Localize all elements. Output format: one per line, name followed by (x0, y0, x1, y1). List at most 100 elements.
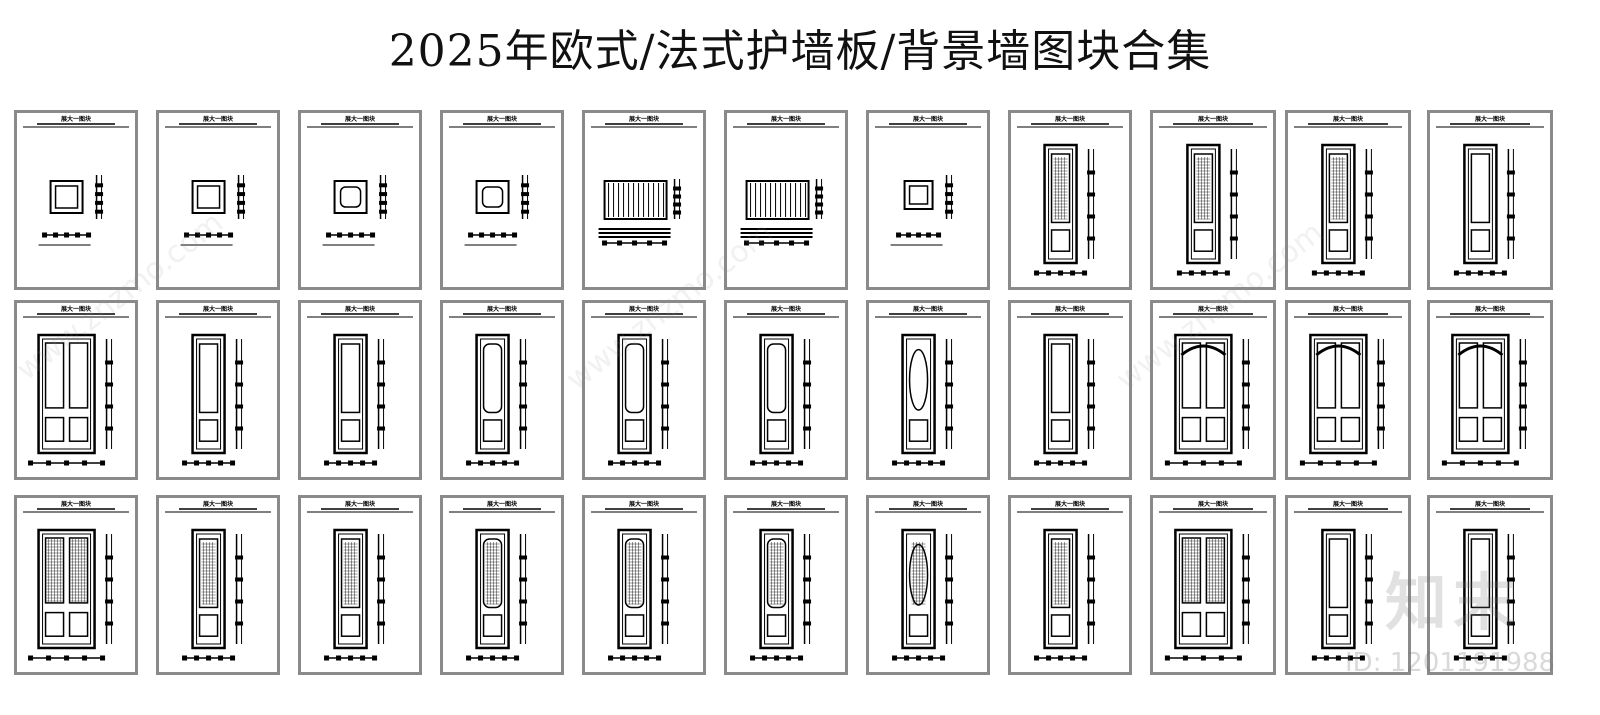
drawing-sheet: 展大一图块 (866, 495, 990, 675)
drawing-sheet: 展大一图块 (1427, 495, 1553, 675)
panel-drawing (1159, 508, 1267, 661)
panel-drawing (307, 313, 413, 466)
drawing-sheet: 展大一图块 (156, 495, 280, 675)
sheet-label: 展大一图块 (344, 116, 375, 123)
panel-drawing (733, 123, 839, 246)
panel-drawing (1436, 313, 1544, 466)
drawing-sheet: 展大一图块 (1285, 495, 1411, 675)
drawing-sheet: 展大一图块 (440, 495, 564, 675)
panel-drawing (1436, 123, 1544, 276)
drawing-sheet: 展大一图块 (298, 495, 422, 675)
sheet-label: 展大一图块 (1332, 501, 1363, 508)
panel-drawing (1159, 313, 1267, 466)
sheet-label: 展大一图块 (912, 501, 943, 508)
drawing-sheet: 展大一图块 (1285, 110, 1411, 290)
panel-drawing (1017, 508, 1123, 661)
sheet-label: 展大一图块 (912, 306, 943, 313)
panel-drawing (307, 508, 413, 661)
drawing-sheet: 展大一图块 (866, 300, 990, 480)
sheet-label: 展大一图块 (202, 306, 233, 313)
drawing-sheet: 展大一图块 (582, 300, 706, 480)
drawing-sheet: 展大一图块 (156, 300, 280, 480)
sheet-label: 展大一图块 (344, 306, 375, 313)
drawing-sheet: 展大一图块 (1150, 300, 1276, 480)
sheet-label: 展大一图块 (628, 501, 659, 508)
sheet-label: 展大一图块 (770, 501, 801, 508)
drawing-sheet: 展大一图块 (582, 110, 706, 290)
panel-drawing (591, 313, 697, 466)
sheet-label: 展大一图块 (344, 501, 375, 508)
panel-drawing (875, 313, 981, 466)
panel-drawing (875, 508, 981, 661)
panel-drawing (23, 508, 129, 661)
panel-drawing (165, 123, 271, 246)
sheet-label: 展大一图块 (486, 116, 517, 123)
panel-drawing (733, 508, 839, 661)
panel-drawing (1294, 123, 1402, 276)
sheet-label: 展大一图块 (1474, 501, 1505, 508)
page-title: 2025年欧式/法式护墙板/背景墙图块合集 (388, 26, 1212, 77)
drawing-sheet: 展大一图块 (298, 110, 422, 290)
sheet-label: 展大一图块 (1474, 306, 1505, 313)
panel-drawing (1159, 123, 1267, 276)
drawing-sheet: 展大一图块 (1008, 495, 1132, 675)
drawing-sheet: 展大一图块 (14, 110, 138, 290)
sheet-label: 展大一图块 (486, 306, 517, 313)
sheet-label: 展大一图块 (60, 116, 91, 123)
drawing-sheet: 展大一图块 (298, 300, 422, 480)
panel-drawing (1017, 313, 1123, 466)
drawing-sheet: 展大一图块 (440, 300, 564, 480)
panel-drawing (733, 313, 839, 466)
sheet-label: 展大一图块 (60, 306, 91, 313)
panel-drawing (449, 508, 555, 661)
panel-drawing (23, 123, 129, 246)
sheet-label: 展大一图块 (1054, 501, 1085, 508)
panel-drawing (1294, 313, 1402, 466)
drawing-sheet: 展大一图块 (1008, 300, 1132, 480)
sheet-label: 展大一图块 (1474, 116, 1505, 123)
drawing-sheet: 展大一图块 (1427, 300, 1553, 480)
panel-drawing (449, 313, 555, 466)
panel-drawing (591, 123, 697, 246)
watermark-logo: 知末 (1385, 566, 1522, 639)
sheet-label: 展大一图块 (486, 501, 517, 508)
sheet-label: 展大一图块 (1197, 306, 1228, 313)
sheet-label: 展大一图块 (202, 116, 233, 123)
drawing-sheet: 展大一图块 (866, 110, 990, 290)
sheet-label: 展大一图块 (60, 501, 91, 508)
drawing-sheet: 展大一图块 (1150, 110, 1276, 290)
panel-drawing (23, 313, 129, 466)
sheet-label: 展大一图块 (628, 116, 659, 123)
panel-drawing (1017, 123, 1123, 276)
drawing-sheet: 展大一图块 (1427, 110, 1553, 290)
drawing-sheet: 展大一图块 (582, 495, 706, 675)
sheet-label: 展大一图块 (1197, 501, 1228, 508)
sheet-label: 展大一图块 (1197, 116, 1228, 123)
drawing-sheet: 展大一图块 (14, 300, 138, 480)
panel-drawing (1436, 508, 1544, 661)
sheet-label: 展大一图块 (1054, 116, 1085, 123)
panel-drawing (307, 123, 413, 246)
panel-drawing (449, 123, 555, 246)
panel-drawing (1294, 508, 1402, 661)
sheet-label: 展大一图块 (770, 306, 801, 313)
sheet-label: 展大一图块 (1332, 306, 1363, 313)
sheet-label: 展大一图块 (628, 306, 659, 313)
sheet-label: 展大一图块 (1054, 306, 1085, 313)
drawing-sheet: 展大一图块 (156, 110, 280, 290)
panel-drawing (165, 508, 271, 661)
drawing-sheet: 展大一图块 (724, 300, 848, 480)
sheet-label: 展大一图块 (202, 501, 233, 508)
sheet-label: 展大一图块 (1332, 116, 1363, 123)
drawing-sheet: 展大一图块 (1008, 110, 1132, 290)
drawing-sheet: 展大一图块 (1150, 495, 1276, 675)
drawing-sheet: 展大一图块 (440, 110, 564, 290)
drawing-sheet: 展大一图块 (1285, 300, 1411, 480)
panel-drawing (591, 508, 697, 661)
sheet-label: 展大一图块 (770, 116, 801, 123)
drawing-sheet: 展大一图块 (724, 110, 848, 290)
panel-drawing (165, 313, 271, 466)
sheet-label: 展大一图块 (912, 116, 943, 123)
drawing-sheet: 展大一图块 (14, 495, 138, 675)
